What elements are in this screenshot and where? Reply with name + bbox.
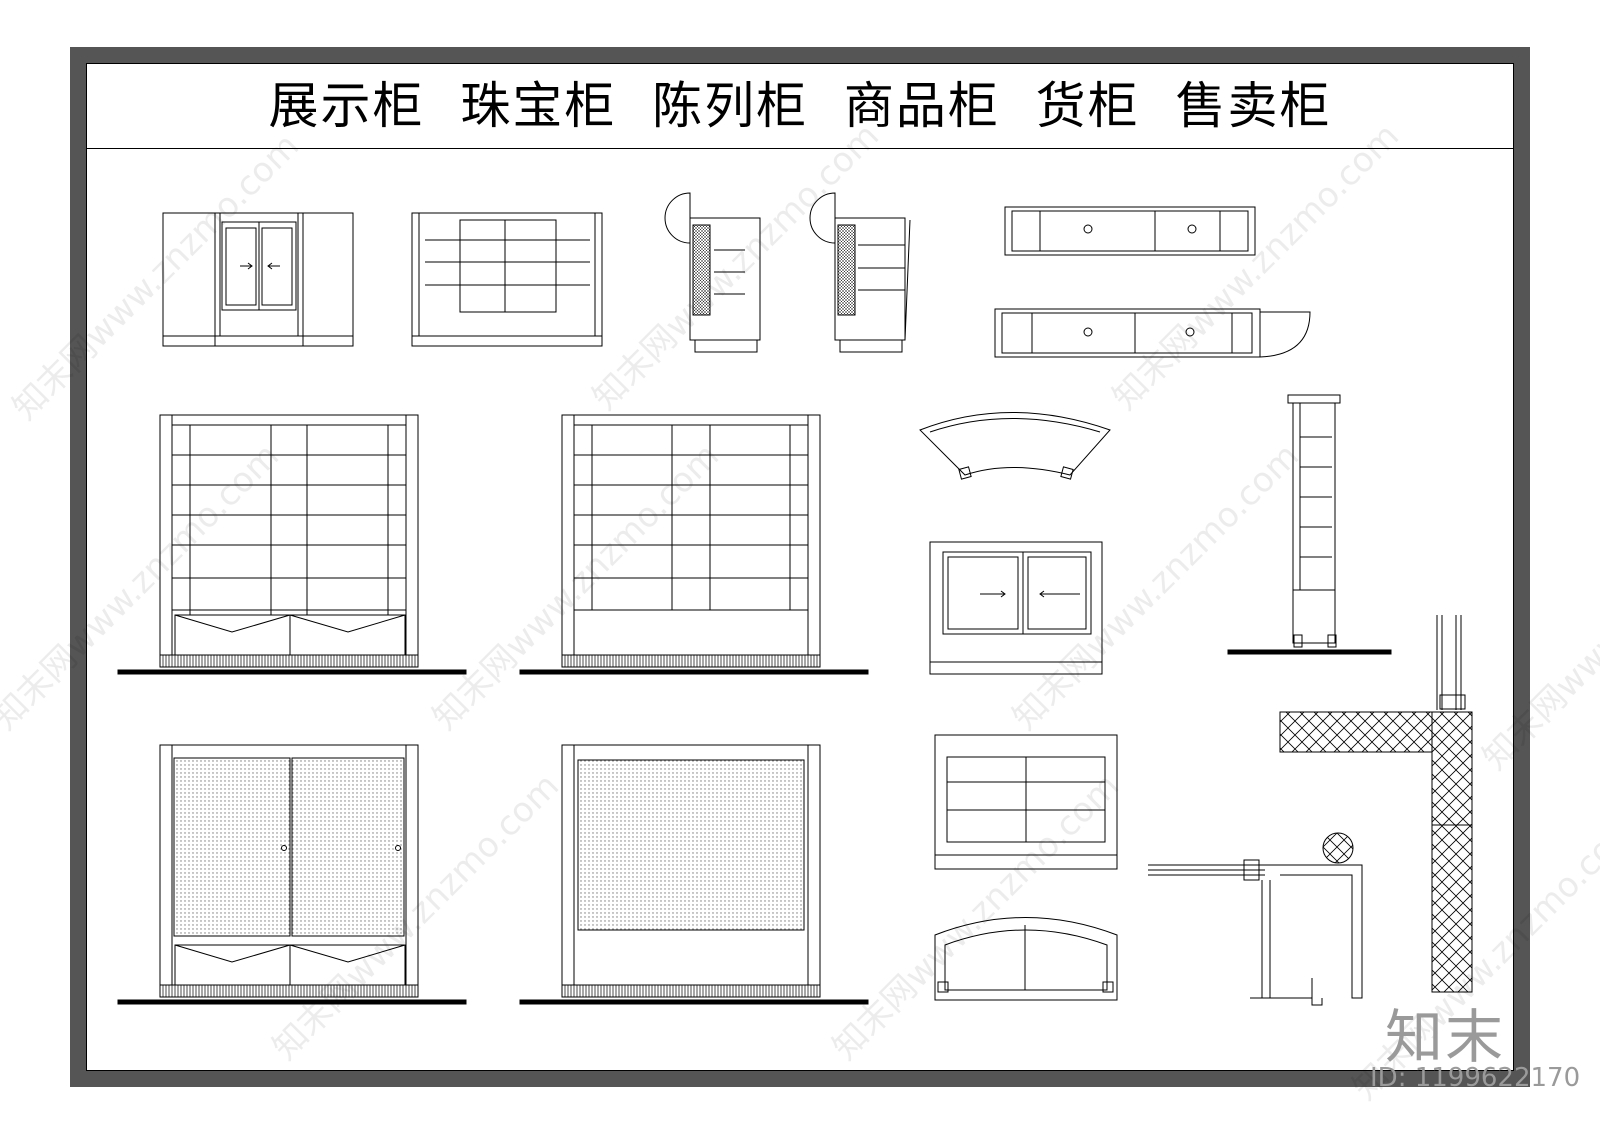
floor-line xyxy=(1227,649,1392,655)
title-band: 展示柜 珠宝柜 陈列柜 商品柜 货柜 售卖柜 xyxy=(87,64,1513,149)
tall-shelving-cabinet-drawers xyxy=(159,414,419,668)
brand-logo: 知末 xyxy=(1385,1003,1506,1071)
floor-line xyxy=(117,999,467,1005)
image-id-label: ID: 1199622170 xyxy=(1370,1063,1581,1093)
drawing-title: 展示柜 珠宝柜 陈列柜 商品柜 货柜 售卖柜 xyxy=(268,77,1332,135)
tall-shelving-cabinet-open xyxy=(561,414,821,668)
floor-line xyxy=(117,669,467,675)
floor-line xyxy=(519,669,869,675)
glass-counter-elevation xyxy=(929,541,1103,675)
counter-elevation-shelves xyxy=(411,212,603,347)
tall-glass-cabinet-drawers xyxy=(159,744,419,998)
drawing-frame: 展示柜 珠宝柜 陈列柜 商品柜 货柜 售卖柜 xyxy=(70,47,1530,1087)
tower-display-side xyxy=(1287,394,1341,648)
cabinet-section-left xyxy=(664,192,761,353)
cabinet-plan-bottom xyxy=(994,308,1311,358)
cabinet-section-right xyxy=(809,192,911,353)
cabinet-elevation-small-sliding xyxy=(162,212,354,347)
cabinet-plan-top xyxy=(1004,206,1256,256)
tall-glass-panel-cabinet xyxy=(561,744,821,998)
arched-counter-plan xyxy=(934,917,1118,1001)
drawer-counter-elevation xyxy=(934,734,1118,870)
curved-counter-plan xyxy=(919,412,1111,480)
construction-section-detail xyxy=(1148,615,1473,1006)
floor-line xyxy=(519,999,869,1005)
